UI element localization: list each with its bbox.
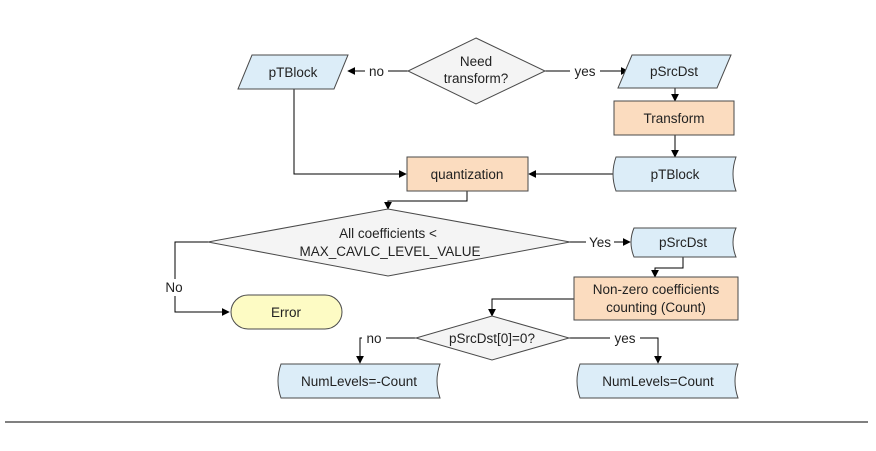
node-label: NumLevels=-Count (301, 374, 417, 389)
decision-shape (406, 37, 547, 105)
edge-label-check-no: no (366, 331, 381, 346)
node-need-transform: Need transform? (406, 37, 547, 105)
node-numlevels-neg: NumLevels=-Count (277, 363, 441, 399)
process-shape (573, 276, 739, 321)
edge-label-bg-check-yes (610, 329, 640, 346)
node-psrcdst-top: pSrcDst (617, 54, 732, 89)
node-label-line-2: counting (Count) (606, 300, 706, 315)
decision-label: pSrcDst[0]=0? (449, 331, 535, 346)
connector-check-yes (569, 337, 662, 364)
connector-ptblock-left-quantization (293, 89, 407, 178)
connector-counting-check (488, 298, 574, 317)
stored-data-shape (576, 363, 739, 399)
edge-labels: no yes Yes No no yes (165, 64, 640, 346)
stored-data-shape (630, 227, 737, 258)
node-label-line-1: Non-zero coefficients (593, 282, 720, 297)
connectors (174, 67, 684, 364)
node-quantization: quantization (406, 156, 529, 192)
connector-check-no (356, 337, 416, 364)
connector-coeff-no-arrow (174, 296, 230, 316)
terminal-shape (230, 294, 343, 330)
node-all-coefficients: All coefficients < MAX_CAVLC_LEVEL_VALUE (207, 208, 571, 277)
node-label: pSrcDst (650, 64, 698, 79)
edge-label-coeff-yes: Yes (589, 235, 611, 250)
connector-coeff-no (174, 241, 208, 279)
node-nonzero-counting: Non-zero coefficients counting (Count) (573, 276, 739, 321)
connector-quantization-coeff (384, 191, 468, 210)
node-transform: Transform (613, 100, 735, 136)
node-psrcdst-check: pSrcDst[0]=0? (414, 315, 571, 361)
decision-label-line-2: transform? (444, 71, 509, 86)
node-ptblock-left: pTBlock (237, 54, 349, 90)
decision-shape (414, 315, 571, 361)
node-label: pTBlock (651, 167, 700, 182)
data-io-shape (237, 54, 349, 90)
edge-label-transform-yes: yes (574, 64, 595, 79)
edge-label-check-yes: yes (614, 331, 635, 346)
node-label: NumLevels=Count (602, 374, 714, 389)
data-io-shape (617, 54, 732, 89)
node-label: quantization (431, 167, 504, 182)
decision-label-line-1: Need (460, 54, 492, 69)
node-label: pTBlock (269, 65, 318, 80)
edge-label-coeff-no: No (165, 280, 182, 295)
node-numlevels-pos: NumLevels=Count (576, 363, 739, 399)
decision-label-line-1: All coefficients < (339, 226, 437, 241)
decision-shape (207, 208, 571, 277)
process-shape (406, 156, 529, 192)
process-shape (613, 100, 735, 136)
edge-label-bg-check-no (362, 329, 386, 346)
edge-label-transform-no: no (369, 64, 384, 79)
node-error: Error (230, 294, 343, 330)
decision-label-line-2: MAX_CAVLC_LEVEL_VALUE (299, 244, 480, 259)
stored-data-shape (277, 363, 441, 399)
node-psrcdst-mid: pSrcDst (630, 227, 737, 258)
node-ptblock-right: pTBlock (612, 156, 737, 192)
stored-data-shape (612, 156, 737, 192)
connector-psrcdst-counting (651, 257, 684, 278)
node-label: Transform (643, 111, 704, 126)
node-label: Error (271, 305, 302, 320)
node-label: pSrcDst (659, 235, 707, 250)
